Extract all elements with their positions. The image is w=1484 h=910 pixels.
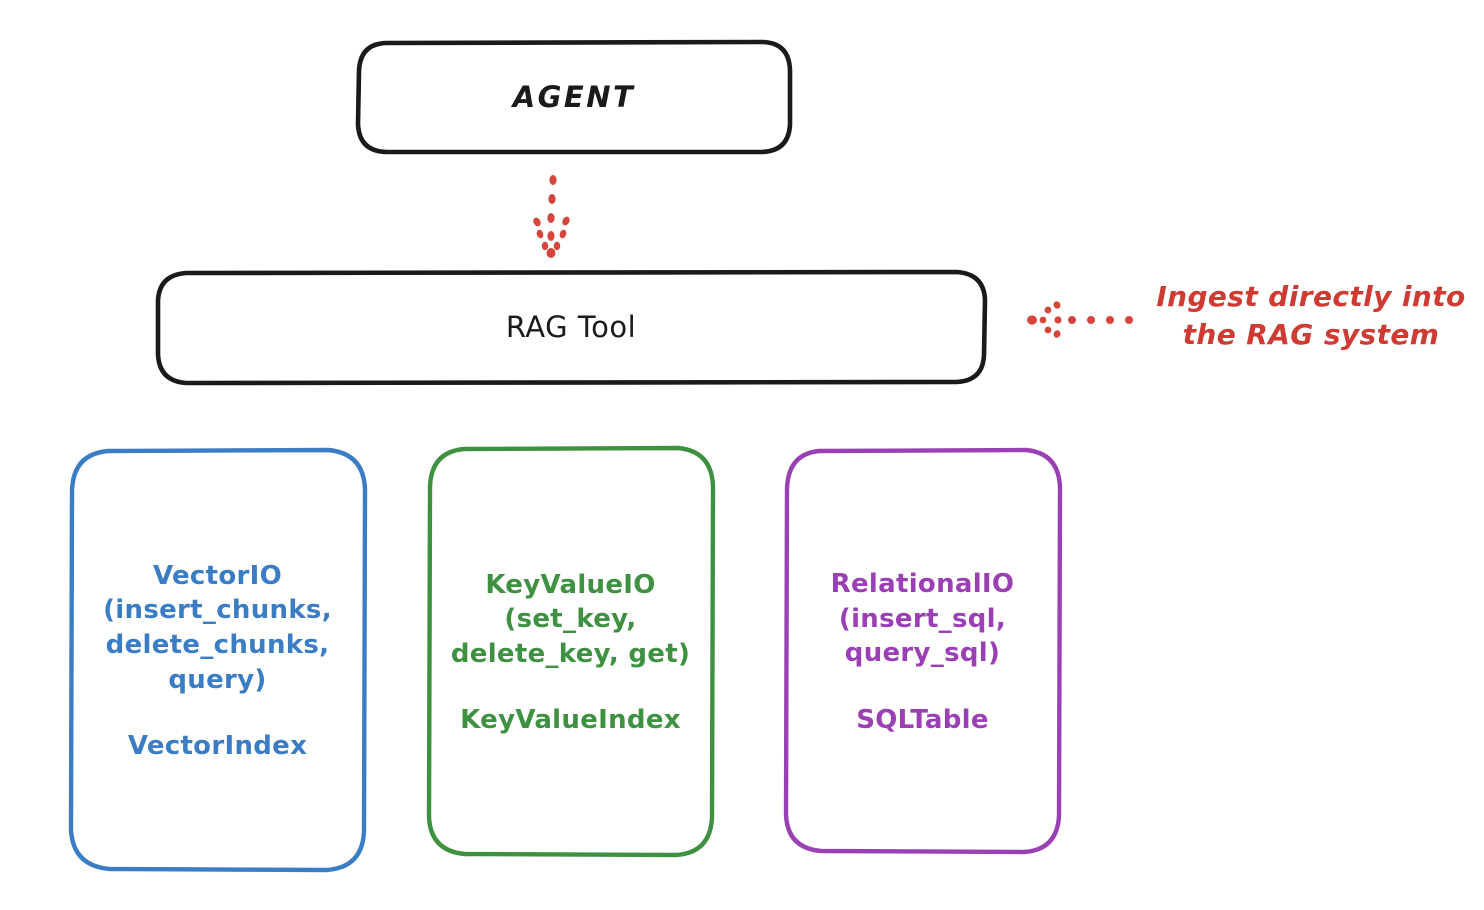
vector-io-box-outline[interactable] bbox=[68, 447, 368, 873]
agent-to-rag-connector bbox=[533, 175, 570, 258]
ingest-note-connector bbox=[1027, 301, 1133, 338]
agent-box-outline[interactable] bbox=[355, 39, 793, 155]
key-value-io-box-outline[interactable] bbox=[426, 445, 716, 858]
rag-tool-box-outline[interactable] bbox=[155, 269, 988, 386]
relational-io-box-outline[interactable] bbox=[783, 447, 1063, 855]
